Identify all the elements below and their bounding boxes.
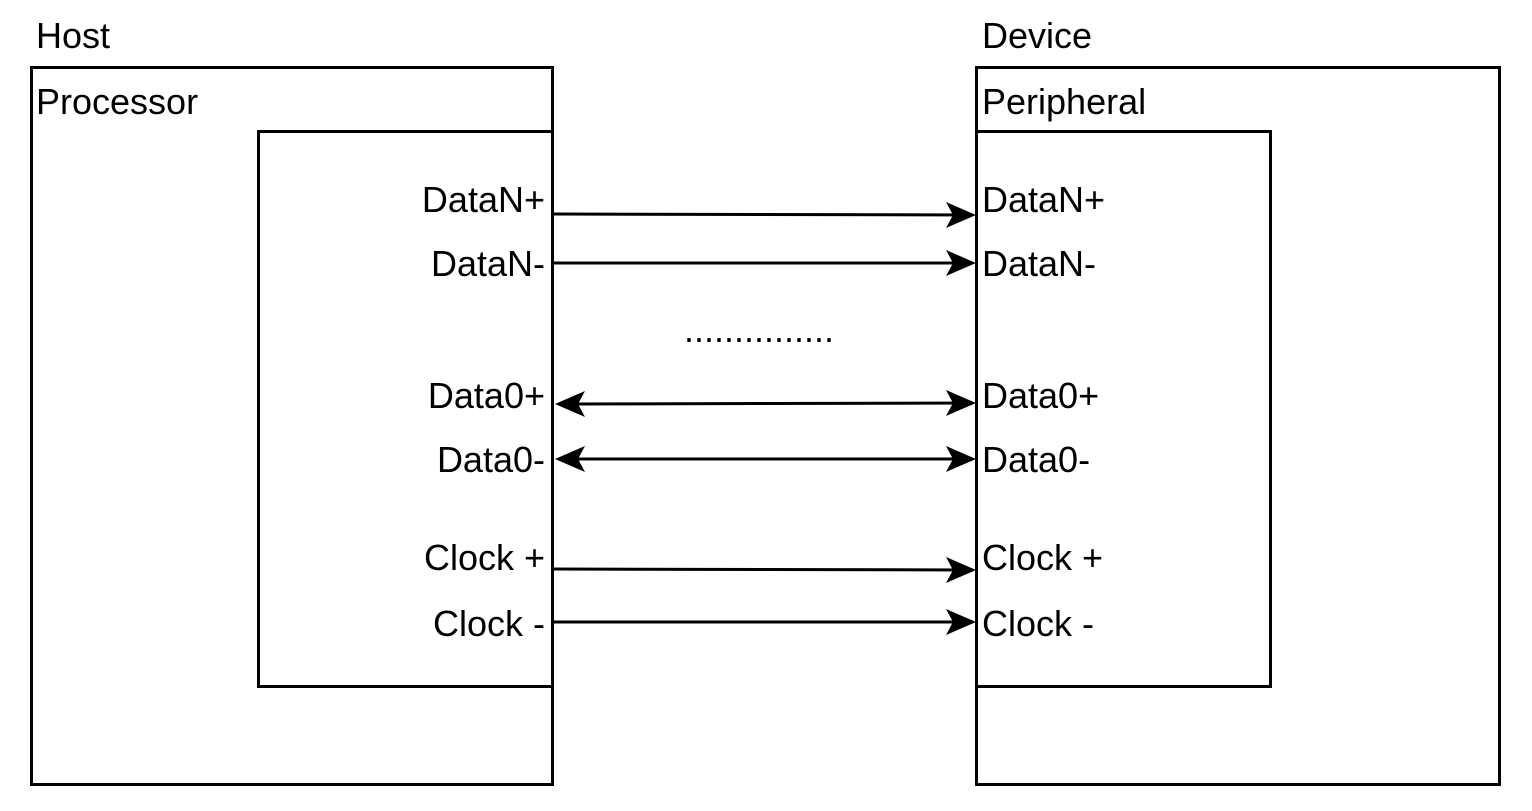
host-title: Host <box>36 15 111 56</box>
peripheral-label: Peripheral <box>982 81 1147 122</box>
more-signals-ellipsis: ............... <box>684 309 835 350</box>
host-signal-datan-plus: DataN+ <box>421 179 545 220</box>
arrowhead-datan-minus-icon <box>946 250 976 276</box>
host-signal-clock-plus: Clock + <box>423 537 545 578</box>
processor-box <box>257 130 554 688</box>
arrowhead-data0-minus-left-icon <box>555 446 585 472</box>
peripheral-box <box>975 130 1272 688</box>
arrowhead-data0-plus-right-icon <box>946 390 976 416</box>
device-signal-data0-minus: Data0- <box>982 439 1091 480</box>
device-signal-clock-minus: Clock - <box>982 603 1095 644</box>
arrowhead-datan-plus-icon <box>946 202 976 228</box>
device-signal-datan-minus: DataN- <box>982 243 1097 284</box>
host-signal-data0-plus: Data0+ <box>427 375 545 416</box>
device-signal-datan-plus: DataN+ <box>982 179 1106 220</box>
wire-data0-plus <box>559 401 973 406</box>
host-signal-clock-minus: Clock - <box>432 603 545 644</box>
arrowhead-clock-minus-icon <box>946 609 976 635</box>
wire-clock-plus <box>553 567 973 572</box>
device-title: Device <box>982 15 1093 56</box>
arrowhead-data0-plus-left-icon <box>555 391 585 417</box>
device-signal-data0-plus: Data0+ <box>982 375 1100 416</box>
device-signal-clock-plus: Clock + <box>982 537 1104 578</box>
host-signal-data0-minus: Data0- <box>436 439 545 480</box>
arrowhead-data0-minus-right-icon <box>946 446 976 472</box>
host-signal-datan-minus: DataN- <box>430 243 545 284</box>
processor-label: Processor <box>36 81 199 122</box>
wire-datan-plus <box>553 212 973 217</box>
arrowhead-clock-plus-icon <box>946 557 976 583</box>
